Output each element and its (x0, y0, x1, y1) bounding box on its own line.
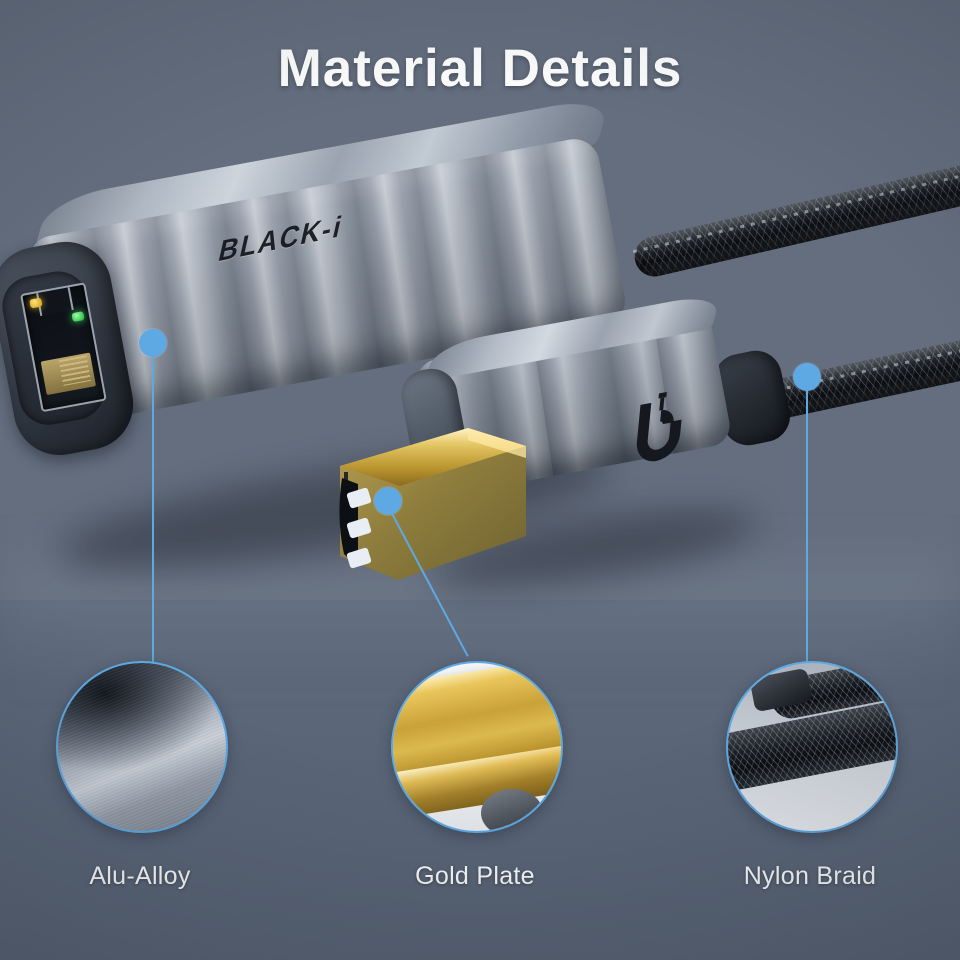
callout-label-nylon-braid: Nylon Braid (680, 862, 940, 891)
gold-plating-contact-shadow (481, 789, 543, 831)
callout-label-alu-alloy: Alu-Alloy (10, 862, 270, 891)
background-horizon-glow (0, 560, 960, 680)
callout-leader-alu-alloy (152, 350, 154, 662)
b-cable-logo-icon (636, 391, 682, 462)
callout-label-gold-plate: Gold Plate (345, 862, 605, 891)
callout-leader-nylon-braid (806, 384, 808, 662)
callout-swatch-gold-plate[interactable] (391, 661, 563, 833)
callout-dot-gold-plate[interactable] (374, 487, 402, 515)
page-title: Material Details (0, 38, 960, 99)
callout-swatch-nylon-braid[interactable] (726, 661, 898, 833)
product-illustration: BLACK-i (0, 95, 960, 604)
usb-c-connector-shell (397, 278, 770, 535)
usb-c-gold-plug (339, 428, 526, 580)
callout-swatch-alu-alloy[interactable] (56, 661, 228, 833)
connector-side-face (413, 308, 734, 498)
aluminium-grain-texture (58, 663, 226, 831)
